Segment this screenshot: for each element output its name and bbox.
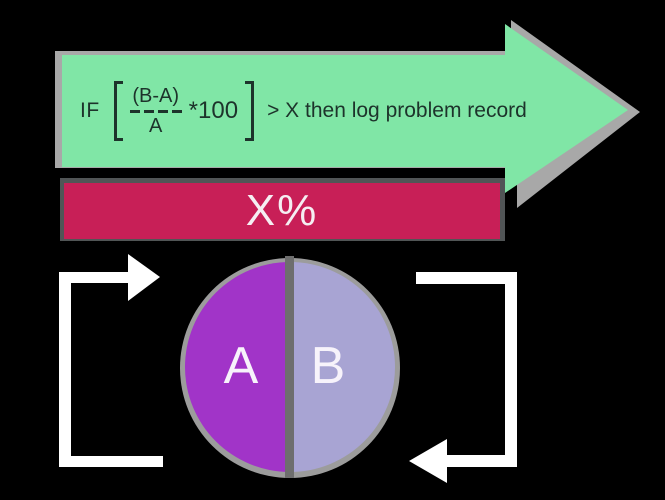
fraction-denominator: A [149,114,163,137]
arrow-formula: IF (B-A) A *100 > X then log problem rec… [80,55,527,167]
circle-label-a: A [223,337,259,395]
fraction-numerator: (B-A) [132,84,179,107]
cycle-left-arrowhead-icon [409,439,447,483]
fraction-line [129,109,182,113]
threshold-bar-frame: X% [60,178,505,241]
cycle-bracket-left [59,254,163,467]
flow-arrow-shape [62,24,628,193]
split-circle-divider [285,256,294,478]
circle-label-b: B [310,337,346,395]
cycle-right-arrowhead-icon [128,254,160,301]
cycle-right-vertical-line [505,272,517,467]
cycle-left-vertical-line [59,272,71,467]
split-circle-left-half [185,262,290,472]
fraction: (B-A) A [129,84,182,137]
cycle-left-bottom-line [59,456,163,467]
right-bracket [245,81,255,141]
split-circle-right-half [290,262,395,472]
left-bracket [113,81,123,141]
condition-text: > X then log problem record [267,99,527,122]
multiplier: *100 [188,97,239,124]
cycle-bracket-right [409,272,517,483]
cycle-left-top-line [59,272,128,283]
threshold-label: X% [245,186,319,235]
cycle-right-bottom-line [446,455,517,467]
cycle-right-top-line [416,272,517,284]
if-label: IF [80,99,100,122]
threshold-bar: X% [64,183,500,239]
